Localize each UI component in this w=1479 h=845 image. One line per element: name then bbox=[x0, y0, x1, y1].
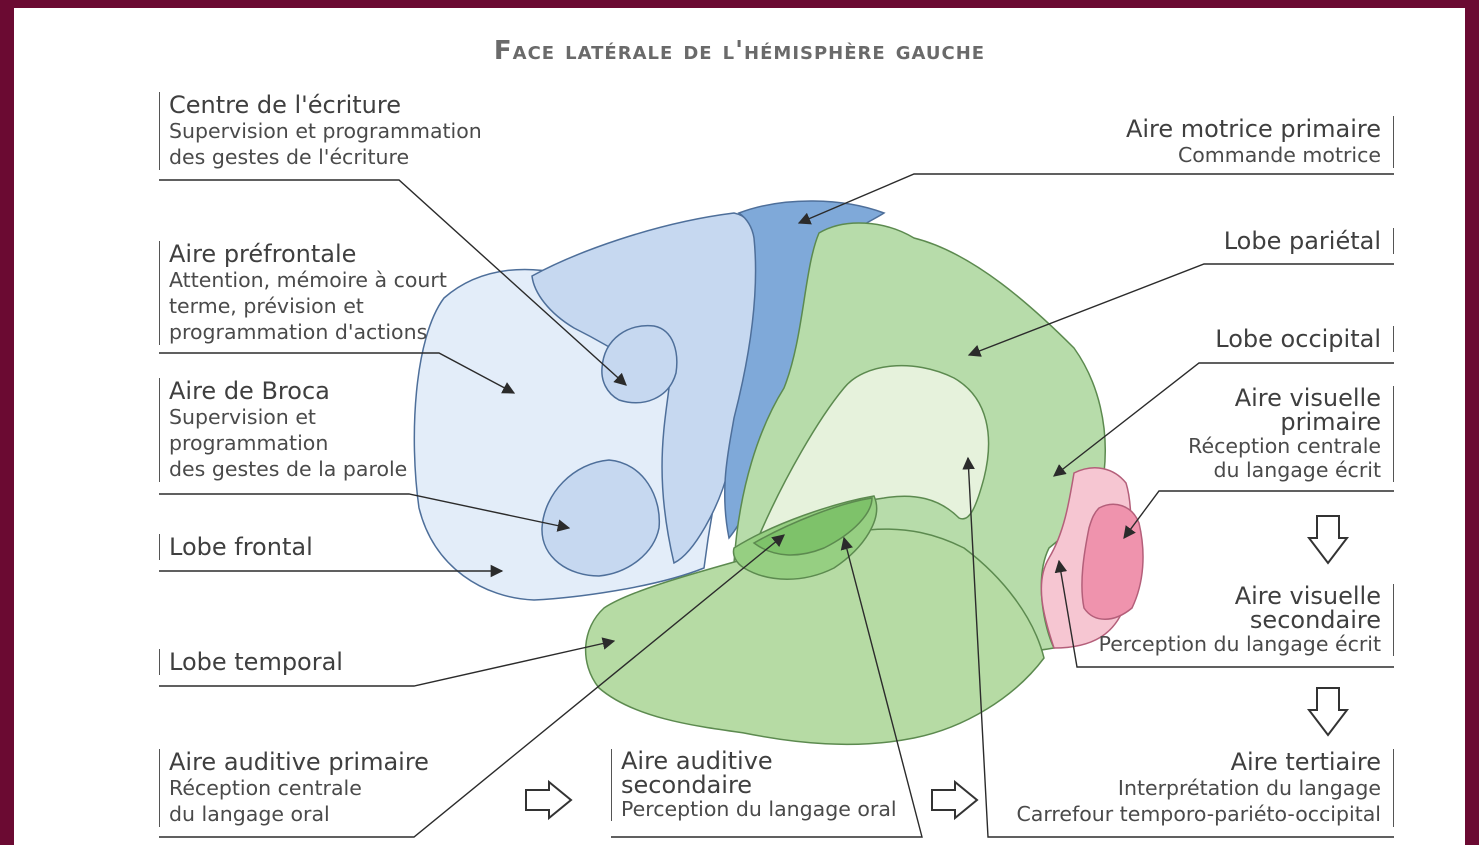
heading-aire-prefrontale: Aire préfrontale bbox=[169, 241, 447, 267]
label-centre-ecriture: Centre de l'écriture Supervision et prog… bbox=[159, 92, 482, 170]
diagram-frame: Face latérale de l'hémisphère gauche bbox=[14, 8, 1465, 845]
label-lobe-frontal: Lobe frontal bbox=[159, 534, 313, 560]
label-aire-auditive-primaire: Aire auditive primaire Réception central… bbox=[159, 749, 429, 827]
desc-aire-motrice: Commande motrice bbox=[1126, 142, 1381, 168]
label-aire-motrice: Aire motrice primaire Commande motrice bbox=[1126, 116, 1394, 168]
heading-lobe-parietal: Lobe pariétal bbox=[1224, 228, 1381, 254]
label-aire-visuelle-primaire: Aire visuelle primaire Réception central… bbox=[1188, 386, 1394, 482]
flow-arrow-down-2 bbox=[1309, 688, 1347, 735]
heading-aire-auditive-primaire: Aire auditive primaire bbox=[169, 749, 429, 775]
heading-aire-motrice: Aire motrice primaire bbox=[1126, 116, 1381, 142]
label-aire-broca: Aire de Broca Supervision et programmati… bbox=[159, 378, 407, 482]
desc-aire-visuelle-primaire: Réception centrale du langage écrit bbox=[1188, 434, 1381, 482]
flow-arrow-right-1 bbox=[526, 782, 571, 818]
flow-arrow-down-1 bbox=[1309, 516, 1347, 563]
heading-aire-auditive-secondaire: Aire auditive secondaire bbox=[621, 749, 897, 797]
desc-aire-broca: Supervision et programmation des gestes … bbox=[169, 404, 407, 482]
flow-arrow-right-2 bbox=[932, 782, 977, 818]
heading-aire-tertiaire: Aire tertiaire bbox=[1016, 749, 1381, 775]
heading-aire-visuelle-primaire: Aire visuelle primaire bbox=[1188, 386, 1381, 434]
label-aire-prefrontale: Aire préfrontale Attention, mémoire à co… bbox=[159, 241, 447, 345]
heading-lobe-temporal: Lobe temporal bbox=[169, 649, 343, 675]
desc-aire-tertiaire: Interprétation du langage Carrefour temp… bbox=[1016, 775, 1381, 827]
heading-centre-ecriture: Centre de l'écriture bbox=[169, 92, 482, 118]
label-aire-visuelle-secondaire: Aire visuelle secondaire Perception du l… bbox=[1099, 584, 1394, 656]
desc-aire-visuelle-secondaire: Perception du langage écrit bbox=[1099, 632, 1381, 656]
desc-aire-auditive-secondaire: Perception du langage oral bbox=[621, 797, 897, 821]
label-aire-tertiaire: Aire tertiaire Interprétation du langage… bbox=[1016, 749, 1394, 827]
leader-visuelle-primaire bbox=[1124, 491, 1394, 538]
heading-aire-visuelle-secondaire: Aire visuelle secondaire bbox=[1099, 584, 1381, 632]
label-aire-auditive-secondaire: Aire auditive secondaire Perception du l… bbox=[611, 749, 897, 821]
label-lobe-parietal: Lobe pariétal bbox=[1224, 228, 1394, 254]
desc-aire-auditive-primaire: Réception centrale du langage oral bbox=[169, 775, 429, 827]
leader-motrice bbox=[799, 174, 1394, 223]
desc-aire-prefrontale: Attention, mémoire à court terme, prévis… bbox=[169, 267, 447, 345]
heading-aire-broca: Aire de Broca bbox=[169, 378, 407, 404]
heading-lobe-occipital: Lobe occipital bbox=[1215, 326, 1381, 352]
heading-lobe-frontal: Lobe frontal bbox=[169, 534, 313, 560]
label-lobe-occipital: Lobe occipital bbox=[1215, 326, 1394, 352]
desc-centre-ecriture: Supervision et programmation des gestes … bbox=[169, 118, 482, 170]
label-lobe-temporal: Lobe temporal bbox=[159, 649, 343, 675]
